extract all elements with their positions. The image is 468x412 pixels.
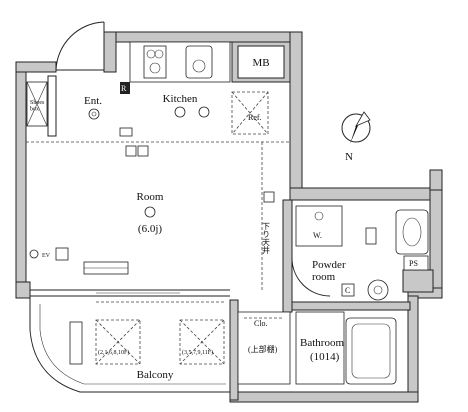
powder-door-swing bbox=[291, 257, 331, 297]
panel-icon bbox=[55, 247, 69, 261]
intercom-icon bbox=[29, 249, 39, 259]
ref-label: Ref. bbox=[248, 113, 262, 122]
entrance-label: Ent. bbox=[84, 95, 102, 107]
washer-label: W. bbox=[313, 231, 322, 240]
sink-icon bbox=[185, 45, 213, 79]
refrigerator bbox=[231, 91, 269, 135]
entrance-door bbox=[55, 21, 105, 71]
mb-label: MB bbox=[252, 57, 269, 69]
ac-left-label: (2,1,6,8,10F) bbox=[98, 349, 129, 356]
vanity bbox=[395, 209, 429, 255]
shoe-box bbox=[26, 81, 48, 127]
room-label: Room bbox=[137, 191, 164, 203]
entrance-step bbox=[47, 75, 57, 137]
range-hood-mark bbox=[120, 82, 130, 94]
kitchen-light-2-icon bbox=[198, 106, 210, 118]
kitchen-light-icon bbox=[174, 106, 186, 118]
towel-rack bbox=[365, 227, 377, 245]
outlet-icon bbox=[119, 127, 133, 137]
closet-label: Clo. bbox=[254, 319, 268, 328]
ev-label: EV bbox=[42, 253, 51, 259]
balcony-drain bbox=[69, 321, 83, 365]
switch-icon bbox=[125, 145, 137, 157]
bathroom-label: Bathroom bbox=[300, 337, 344, 349]
kitchen-counter bbox=[129, 41, 231, 83]
ps-label: PS bbox=[409, 259, 418, 268]
ac-right-label: (3,5,7,9,11F) bbox=[182, 349, 213, 356]
closet bbox=[237, 311, 291, 385]
exterior-notch bbox=[429, 169, 443, 191]
bathroom-floor bbox=[295, 311, 345, 385]
outdoor-unit-right bbox=[179, 319, 225, 365]
water-heater-icon bbox=[367, 279, 389, 301]
r-mark-label: R bbox=[121, 84, 127, 93]
ps-box bbox=[403, 255, 429, 271]
switch-2-icon bbox=[137, 145, 149, 157]
balcony-inner-outline bbox=[39, 304, 226, 385]
entrance-light-icon bbox=[88, 108, 100, 120]
entrance-light-inner-icon bbox=[91, 111, 97, 117]
c-mark-label: C bbox=[345, 286, 350, 295]
ceiling-note-label: 下り天井 bbox=[262, 222, 271, 255]
room-light-icon bbox=[144, 206, 156, 218]
bathroom-size-label: (1014) bbox=[310, 351, 340, 363]
c-box bbox=[341, 283, 355, 297]
stove-icon bbox=[143, 45, 167, 79]
room-outlet-icon bbox=[263, 191, 275, 203]
north-label: N bbox=[345, 151, 353, 163]
kitchen-label: Kitchen bbox=[163, 93, 198, 105]
washing-machine bbox=[295, 205, 343, 247]
balcony-label: Balcony bbox=[137, 369, 174, 381]
closet-note-label: (上部棚) bbox=[248, 344, 278, 354]
balcony-window bbox=[30, 289, 230, 303]
room-size-label: (6.0j) bbox=[138, 223, 162, 235]
outdoor-unit-left bbox=[95, 319, 141, 365]
bathtub bbox=[345, 317, 397, 385]
mb-box bbox=[237, 45, 285, 79]
north-arrow bbox=[341, 111, 371, 144]
balcony-outline bbox=[29, 298, 230, 393]
